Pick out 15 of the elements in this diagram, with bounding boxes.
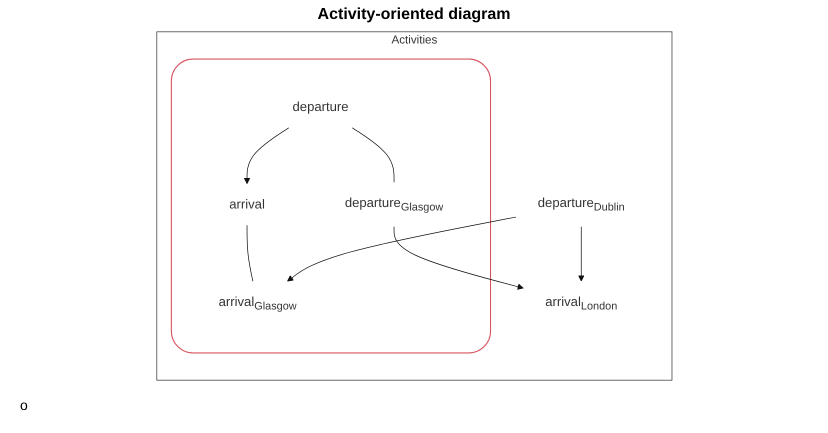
node-text: arrival$_{London}$ xyxy=(544,294,617,312)
arrow xyxy=(578,226,584,282)
node-text: departure xyxy=(292,99,348,114)
node-text: arrival xyxy=(228,196,264,212)
connector xyxy=(246,224,253,282)
arrow xyxy=(393,226,524,290)
node-text: arrival$_{Glasgow}$ xyxy=(218,294,296,312)
arrow xyxy=(286,216,516,282)
operator-label: o xyxy=(20,397,28,413)
node-text: departure$_{Dublin}$ xyxy=(537,195,624,214)
cluster xyxy=(170,58,491,354)
arrow xyxy=(243,127,289,184)
node-text: departure$_{Glasgow}$ xyxy=(344,195,443,214)
diagram-title: Activity-oriented diagram xyxy=(316,6,512,24)
connector xyxy=(352,127,394,183)
